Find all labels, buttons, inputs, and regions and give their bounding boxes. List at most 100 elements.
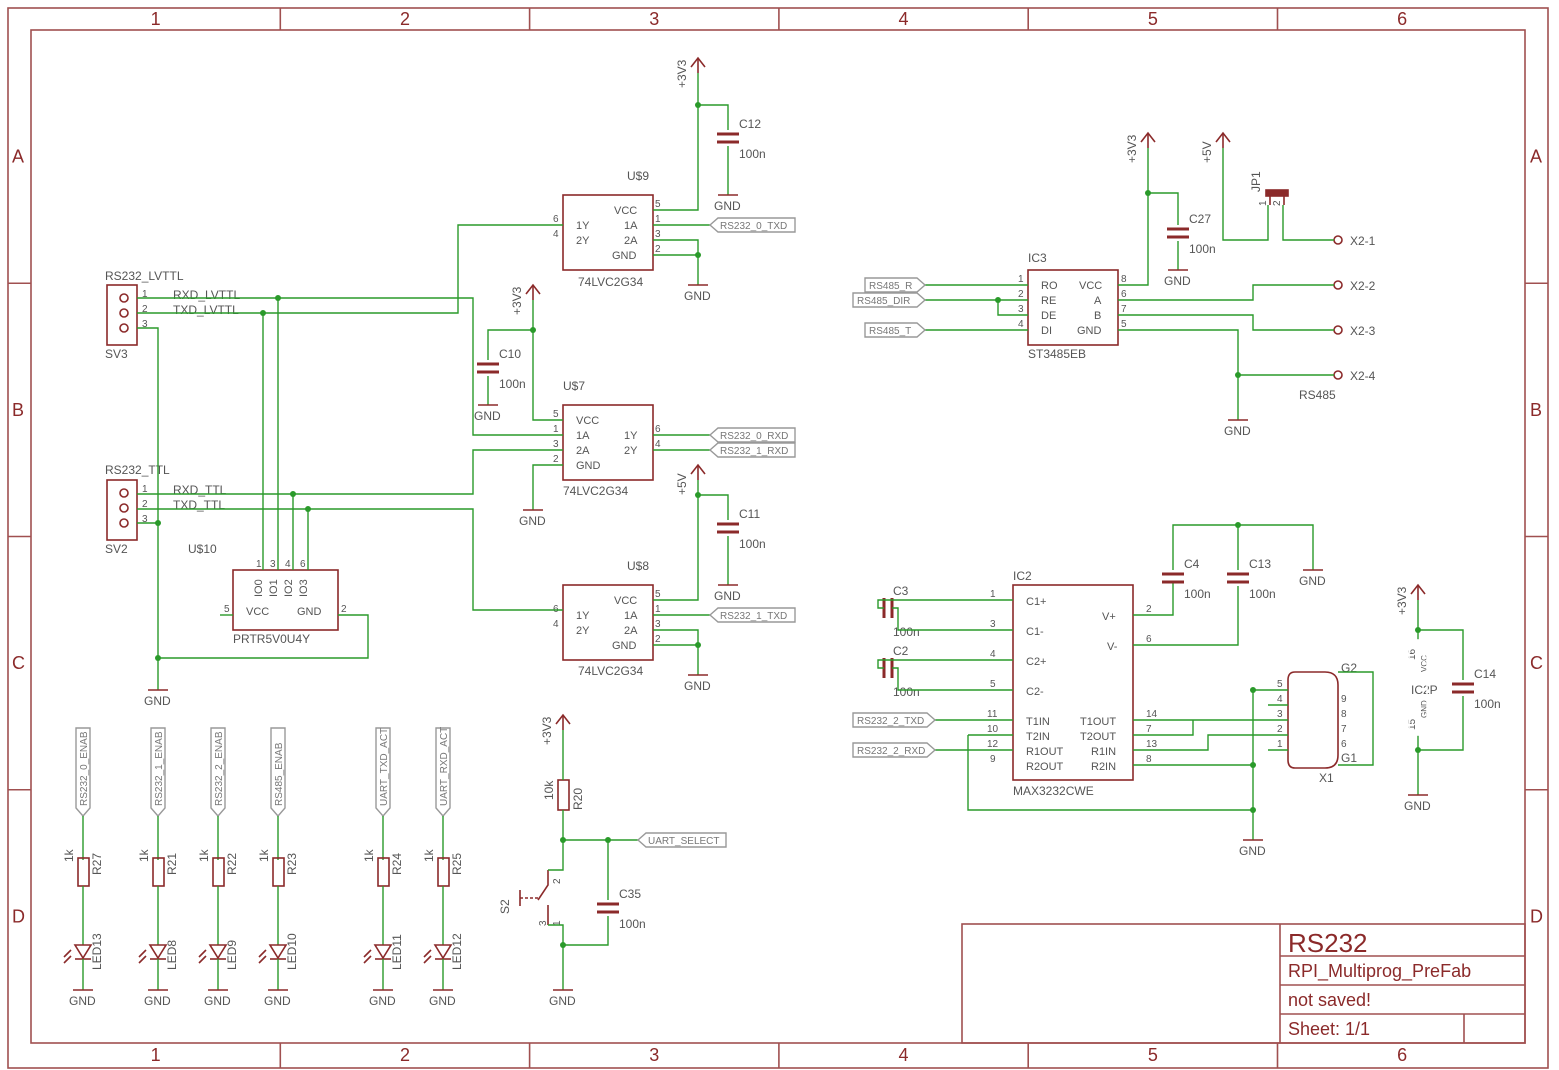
wire [1133,720,1194,736]
net-port[interactable]: RS485_T [864,322,927,338]
svg-text:5: 5 [655,199,661,210]
led-led11[interactable]: LED11 [363,934,404,970]
svg-text:3: 3 [270,559,276,570]
ground-symbol: GND [264,989,291,1008]
svg-text:100n: 100n [1474,697,1501,711]
net-port[interactable]: RS232_0_TXD [708,217,796,233]
wire [548,840,564,871]
svg-text:1: 1 [655,214,661,225]
ic-u10[interactable]: U$10 PRTR5V0U4Y VCC GND IO0 IO1 IO2 IO3 … [188,542,347,646]
svg-text:VCC: VCC [246,606,269,618]
net-port[interactable]: RS485_ENAB [270,727,286,818]
net-port[interactable]: RS232_2_ENAB [210,727,226,818]
switch-s2[interactable]: S2 2 3 1 [498,870,563,926]
connector-x2[interactable]: X2-1 X2-2 X2-3 X2-4 RS485 [1299,234,1376,402]
grid-row-right: D [1530,906,1543,926]
wire [137,327,159,690]
junction-dot [1250,807,1256,813]
svg-text:GND: GND [519,514,546,528]
net-port[interactable]: RS232_2_TXD [852,712,937,728]
svg-text:VCC: VCC [576,415,599,427]
wire [1172,524,1314,570]
svg-text:1Y: 1Y [576,610,590,622]
net-port[interactable]: UART_RXD_ACT [435,727,451,818]
svg-text:GND: GND [1077,325,1102,337]
net-port[interactable]: RS232_0_ENAB [75,727,91,818]
grid-row-left: D [12,906,25,926]
svg-text:RS232_TTL: RS232_TTL [105,463,170,477]
svg-text:R2OUT: R2OUT [1026,761,1064,773]
svg-text:1k: 1k [422,848,436,862]
ic-u9[interactable]: U$9 74LVC2G34 VCC 1A 2A GND 1Y 2Y 51 32 … [553,169,661,289]
wire [892,607,1013,631]
supply-plus3V3: +3V3 [1395,583,1426,615]
svg-text:4: 4 [1277,694,1283,705]
ic-ic2[interactable]: IC2 MAX3232CWE C1+ C1- C2+ C2- T1IN T2IN… [987,569,1158,798]
junction-dot [560,942,566,948]
svg-text:6: 6 [553,214,559,225]
net-port[interactable]: RS485_DIR [852,292,927,308]
svg-text:UART_TXD_ACT: UART_TXD_ACT [379,728,390,806]
net-port[interactable]: RS232_2_RXD [852,742,937,758]
wire [877,659,1013,669]
net-port[interactable]: UART_TXD_ACT [375,727,391,818]
svg-text:2: 2 [553,454,559,465]
wire [1118,329,1239,420]
net-port[interactable]: RS232_0_RXD [708,427,796,443]
svg-text:IO3: IO3 [298,579,310,597]
jumper-jp1[interactable]: JP1 1 2 [1249,171,1289,206]
svg-text:100n: 100n [1184,587,1211,601]
svg-text:100n: 100n [739,537,766,551]
svg-text:2: 2 [552,878,563,884]
svg-text:7: 7 [1146,724,1152,735]
svg-text:GND: GND [204,994,231,1008]
svg-text:R22: R22 [225,853,239,875]
led-led9[interactable]: LED9 [198,940,239,970]
junction-dot [305,506,311,512]
ic-u7[interactable]: U$7 74LVC2G34 VCC 1A 2A GND 1Y 2Y 51 32 … [553,379,661,498]
sheet-text: Sheet: 1/1 [1288,1019,1370,1039]
svg-text:PRTR5V0U4Y: PRTR5V0U4Y [233,632,310,646]
grid-col-bottom: 4 [899,1045,909,1065]
svg-text:6: 6 [655,424,661,435]
led-led10[interactable]: LED10 [258,933,299,970]
ic-ic3[interactable]: IC3 ST3485EB RO RE DE DI VCC A B GND 12 … [1018,251,1127,361]
connector-x1[interactable]: G2 G1 X1 5 4 3 2 1 9 8 7 6 [1277,661,1357,785]
net-port[interactable]: RS232_1_TXD [708,607,796,623]
wire [137,297,563,436]
svg-text:GND: GND [144,994,171,1008]
svg-text:2: 2 [655,244,661,255]
ic-u8[interactable]: U$8 74LVC2G34 VCC 1A 2A GND 1Y 2Y 51 32 … [553,559,661,678]
grid-col-top: 4 [899,9,909,29]
supply-plus5V: +5V [1200,131,1231,163]
svg-text:1k: 1k [362,848,376,862]
ic-ic2p[interactable]: IC2P VCC GND 16 15 [1407,648,1438,730]
net-port[interactable]: RS232_1_ENAB [150,727,166,818]
led-led8[interactable]: LED8 [138,940,179,970]
net-port[interactable]: RS485_R [864,277,927,293]
connector-sv3[interactable]: RS232_LVTTL SV3 RXD_LVTTL TXD_LVTTL 123 [105,269,240,361]
resistor-r20[interactable]: 10k R20 [542,779,585,811]
led-led12[interactable]: LED12 [423,933,464,970]
led-led13[interactable]: LED13 [63,933,104,970]
net-port[interactable]: RS232_1_RXD [708,442,796,458]
svg-text:1A: 1A [624,610,638,622]
net-port[interactable]: UART_SELECT [636,832,727,848]
ground-symbol: GND [1239,839,1266,858]
